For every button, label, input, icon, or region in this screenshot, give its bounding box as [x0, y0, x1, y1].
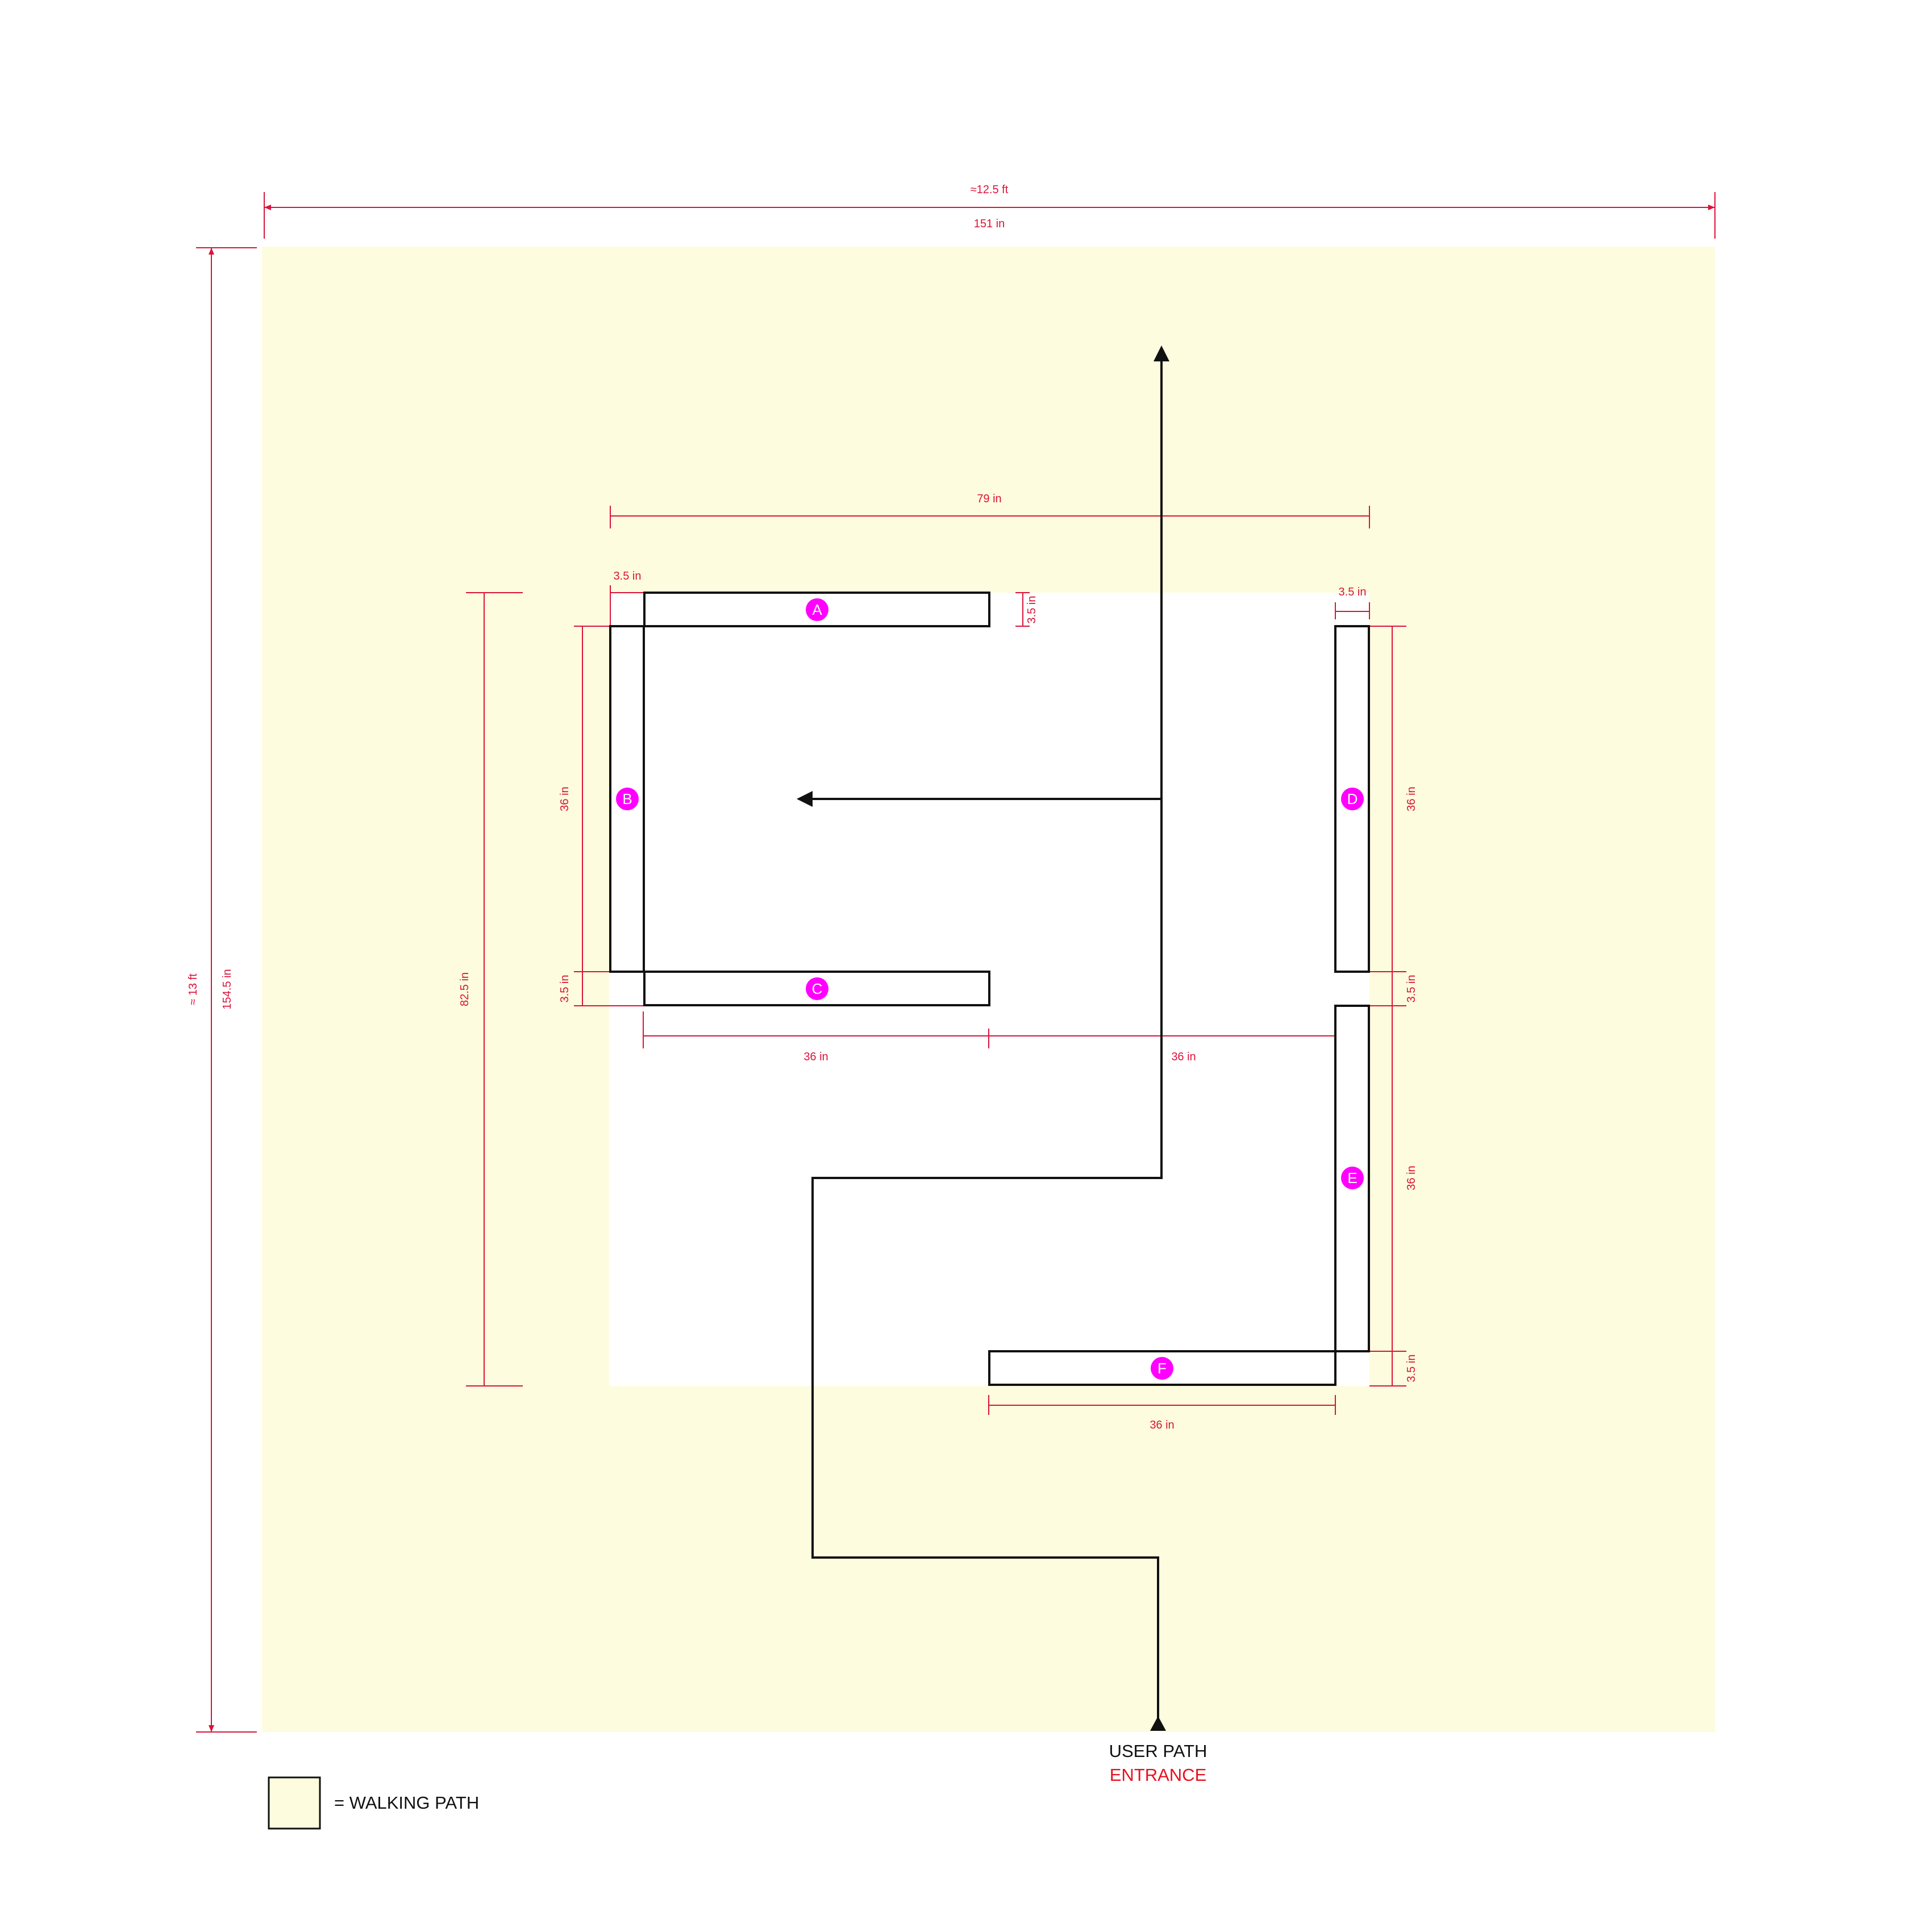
wall-c: C — [643, 971, 990, 1006]
overall-width-in-label: 151 in — [974, 218, 1005, 230]
wall-c-length-label: 36 in — [803, 1051, 828, 1063]
wall-c-thickness-dimension: 3.5 in — [559, 972, 643, 1006]
inner-height-dimension: 82.5 in — [459, 592, 523, 1386]
wall-e-length-dimension: 36 in — [1369, 1006, 1418, 1352]
overall-width-ft-label: ≈12.5 ft — [971, 184, 1009, 196]
wall-a-thickness-label: 3.5 in — [1026, 596, 1038, 624]
wall-f-length-dimension: 36 in — [988, 1395, 1336, 1431]
wall-a-offset-dimension: 3.5 in — [610, 570, 644, 625]
legend-swatch — [268, 1776, 321, 1830]
overall-height-ft-label: ≈ 13 ft — [187, 973, 199, 1005]
inner-width-dimension: 79 in — [610, 493, 1370, 528]
wall-d-length-label: 36 in — [1405, 786, 1418, 811]
inner-height-label: 82.5 in — [459, 972, 471, 1006]
wall-e: E — [1334, 1005, 1370, 1352]
wall-f-thickness-dimension: 3.5 in — [1369, 1351, 1418, 1386]
wall-b: B — [609, 625, 645, 973]
inner-width-label: 79 in — [977, 493, 1001, 505]
wall-a: A — [643, 592, 990, 627]
entrance-arrow-icon — [1150, 1716, 1166, 1731]
legend-label: = WALKING PATH — [334, 1793, 479, 1813]
path-arrow-left-icon — [797, 791, 813, 807]
overall-height-in-label: 154.5 in — [221, 969, 234, 1009]
gap-c-e-label: 36 in — [1171, 1051, 1196, 1063]
overall-width-dimension: ≈12.5 ft 151 in — [264, 184, 1716, 239]
marker-b-label: B — [622, 790, 632, 807]
marker-e-label: E — [1347, 1169, 1357, 1186]
wall-d: D — [1334, 625, 1370, 973]
wall-b-length-label: 36 in — [559, 786, 571, 811]
wall-c-length-dimension: 36 in — [643, 1011, 989, 1063]
user-path — [797, 345, 1169, 1731]
wall-f-length-label: 36 in — [1150, 1419, 1174, 1431]
marker-a-label: A — [812, 601, 822, 618]
overall-height-dimension: ≈ 13 ft 154.5 in — [187, 247, 257, 1733]
wall-f-thickness-label: 3.5 in — [1405, 1355, 1418, 1383]
wall-a-offset-label: 3.5 in — [614, 570, 642, 582]
legend: = WALKING PATH — [268, 1776, 479, 1830]
wall-e-length-label: 36 in — [1405, 1165, 1418, 1190]
gap-d-e-dimension: 3.5 in — [1369, 972, 1418, 1006]
marker-c-label: C — [812, 980, 823, 997]
walking-path-area — [262, 247, 1715, 1732]
wall-a-thickness-dimension: 3.5 in — [1015, 592, 1038, 627]
user-path-label: USER PATH — [1109, 1741, 1208, 1761]
wall-d-length-dimension: 36 in — [1369, 626, 1418, 972]
wall-d-thickness-dimension: 3.5 in — [1335, 586, 1370, 619]
wall-d-thickness-label: 3.5 in — [1339, 586, 1367, 598]
gap-d-e-label: 3.5 in — [1405, 975, 1418, 1003]
entrance-label: ENTRANCE — [1110, 1765, 1207, 1785]
wall-f: F — [988, 1350, 1336, 1386]
path-arrow-up-icon — [1154, 345, 1169, 361]
marker-f-label: F — [1157, 1360, 1167, 1377]
wall-b-length-dimension: 36 in — [559, 626, 609, 972]
marker-d-label: D — [1347, 790, 1358, 807]
wall-c-thickness-label: 3.5 in — [559, 975, 571, 1003]
